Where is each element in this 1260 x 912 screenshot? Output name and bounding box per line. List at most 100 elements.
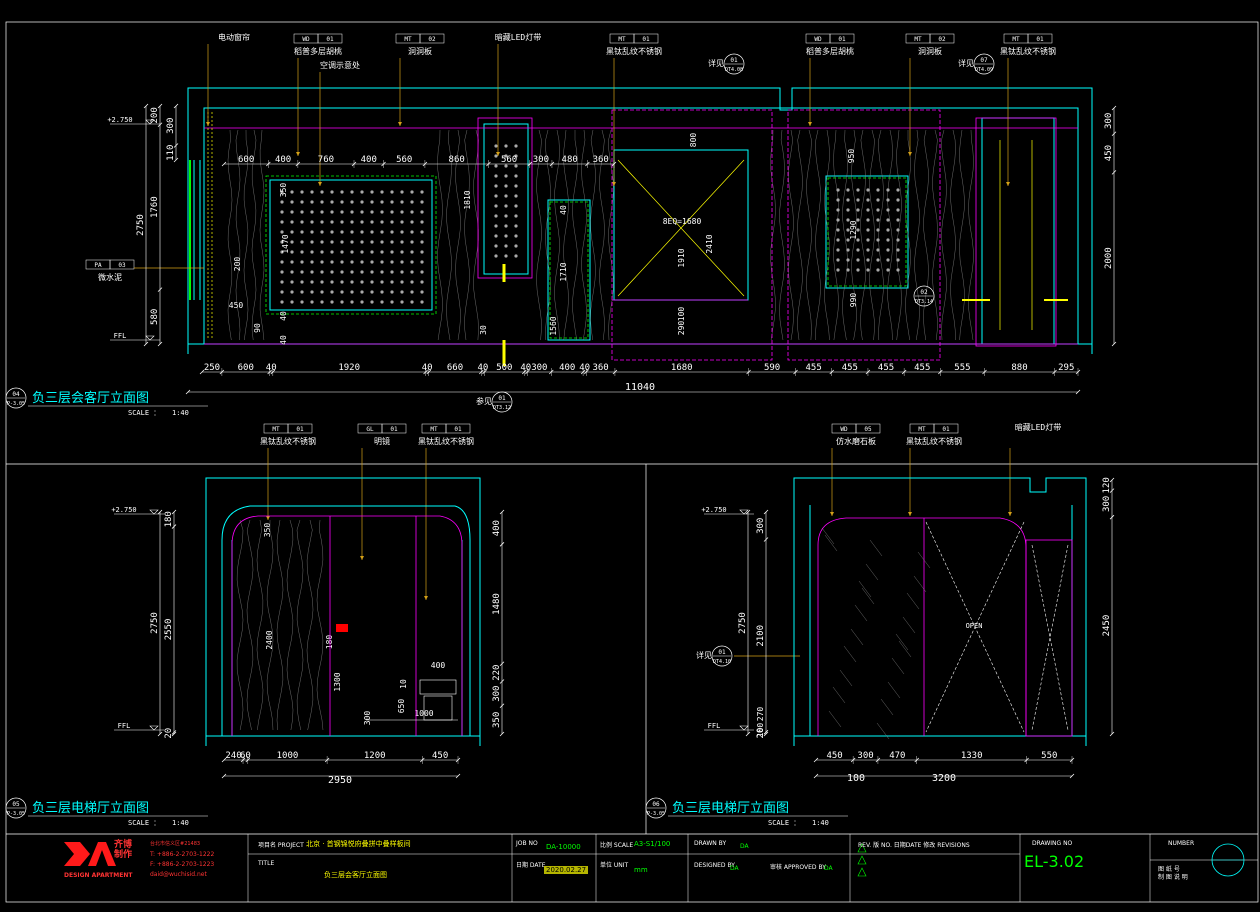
perforation-dot bbox=[300, 280, 304, 284]
bl-grain-line bbox=[286, 519, 294, 731]
top-tag-2-text: 稻普多层胡桃 bbox=[294, 46, 342, 56]
perforation-dot bbox=[846, 248, 850, 252]
perforation-dot bbox=[846, 218, 850, 222]
wood-grain-line bbox=[590, 129, 596, 341]
marble-vein bbox=[895, 633, 909, 651]
wood-grain-texture bbox=[227, 129, 974, 341]
perforation-dot bbox=[876, 238, 880, 242]
top-tag-8-num: 02 bbox=[938, 36, 946, 43]
bl-tag-3-text: 黑钛乱纹不锈钢 bbox=[418, 436, 474, 446]
perforation-dot bbox=[370, 290, 374, 294]
perforation-dot bbox=[876, 248, 880, 252]
bl-left-inner-label: 20 bbox=[164, 728, 174, 739]
bl-wood-grain bbox=[236, 519, 324, 731]
perforation-dot bbox=[310, 260, 314, 264]
bl-tag-leader-3-arrow bbox=[424, 596, 428, 600]
top-bottom-dims-label: 40 bbox=[579, 363, 590, 373]
perforation-dot bbox=[330, 270, 334, 274]
top-tag-2-num-box bbox=[317, 33, 343, 44]
top-callout-1-circle bbox=[723, 53, 745, 75]
logo-mark-icon bbox=[64, 842, 116, 866]
bl-right-dims-label: 400 bbox=[492, 520, 502, 536]
dim-tick bbox=[1111, 341, 1117, 347]
dim-tick bbox=[157, 103, 163, 109]
perforation-dot bbox=[886, 258, 890, 262]
perforation-dot bbox=[300, 230, 304, 234]
top-bottom-dims-label: 600 bbox=[238, 363, 254, 373]
br-level-floor-marker bbox=[739, 725, 749, 731]
top-bottom-dims-label: 40 bbox=[477, 363, 488, 373]
bl-grain-line bbox=[276, 519, 284, 731]
top-tag-leader-8-arrow bbox=[908, 152, 912, 156]
revision-triangle-icon bbox=[857, 867, 867, 877]
dim-tick bbox=[221, 757, 227, 763]
br-bottom-dims-label: 300 bbox=[857, 751, 873, 761]
perforation-dot bbox=[290, 250, 294, 254]
drawing-no-value: EL-3.02 bbox=[1024, 852, 1085, 871]
top-tag-leader-7-arrow bbox=[808, 122, 812, 126]
address-text: 台北市信义区#21483 bbox=[150, 841, 201, 847]
top-upper-dims-label: 300 bbox=[533, 155, 549, 165]
top-right-dims-label: 2000 bbox=[1104, 247, 1114, 269]
perforation-dot bbox=[370, 220, 374, 224]
date-value: 2020.02.27 bbox=[544, 866, 589, 874]
perforation-dot bbox=[896, 258, 900, 262]
top-inner-dim-20: 40 bbox=[559, 205, 568, 215]
bl-total-label: 2950 bbox=[328, 775, 352, 786]
top-tag-7-num-box bbox=[829, 33, 855, 44]
perforation-dot bbox=[400, 210, 404, 214]
perforation-dot bbox=[494, 174, 498, 178]
top-left-outer-label: 2750 bbox=[136, 214, 146, 236]
perforation-dot bbox=[300, 220, 304, 224]
perforation-dot bbox=[514, 214, 518, 218]
wood-grain-line bbox=[446, 129, 452, 341]
br-callout-label: 详见 bbox=[696, 650, 712, 660]
top-bottom-dims-label: 455 bbox=[806, 363, 822, 373]
project-value: 北京 · 首钢锦悦府叠拼中叠样板间 bbox=[306, 840, 411, 848]
perforation-dot bbox=[514, 254, 518, 258]
perforation-dot bbox=[350, 300, 354, 304]
wood-grain-line bbox=[464, 129, 470, 341]
perforation-dot bbox=[380, 190, 384, 194]
top-tag-9-code: MT bbox=[1012, 36, 1020, 43]
wood-grain-line bbox=[932, 129, 938, 341]
bl-inner-dim-5: 400 bbox=[431, 661, 446, 670]
perforation-dot bbox=[420, 250, 424, 254]
perforation-dot bbox=[310, 220, 314, 224]
perforation-dot bbox=[290, 300, 294, 304]
bl-tag-2-num: 01 bbox=[390, 426, 398, 433]
perforation-dot bbox=[360, 260, 364, 264]
bl-grain-line bbox=[306, 519, 314, 731]
dim-tick bbox=[171, 730, 177, 735]
perforation-dot bbox=[340, 270, 344, 274]
perforation-dot bbox=[410, 270, 414, 274]
tel-text: T: +886-2-2703-1222 bbox=[150, 851, 215, 858]
wood-grain-line bbox=[243, 129, 249, 341]
perforation-dot bbox=[320, 190, 324, 194]
bl-view-scale-label: SCALE ： bbox=[128, 819, 160, 827]
perforation-dot bbox=[410, 280, 414, 284]
br-magenta-lines bbox=[817, 517, 1073, 737]
br-bottom-dims-label: 470 bbox=[889, 751, 905, 761]
wood-grain-line bbox=[914, 129, 920, 341]
perforation-dot bbox=[514, 174, 518, 178]
top-tag-8-text: 洞洞板 bbox=[918, 46, 942, 56]
perforation-dot bbox=[410, 210, 414, 214]
scale-value: A3-S1/100 bbox=[634, 840, 671, 848]
perforation-dot bbox=[856, 238, 860, 242]
perforation-dot bbox=[856, 228, 860, 232]
perforation-dot bbox=[290, 230, 294, 234]
perforation-dot bbox=[320, 210, 324, 214]
top-tag-leader-4-arrow bbox=[398, 122, 402, 126]
bl-bottom-dims-label: 60 bbox=[240, 751, 251, 761]
perforation-dot bbox=[856, 258, 860, 262]
perforation-dot bbox=[886, 208, 890, 212]
br-view-badge-circle bbox=[645, 797, 667, 819]
dim-tick bbox=[171, 509, 177, 515]
perforation-dot bbox=[410, 250, 414, 254]
br-tag-1-code: WD bbox=[840, 426, 848, 433]
revisions-label: REV. 版 NO. 日期DATE 修改 REVISIONS bbox=[858, 842, 970, 849]
perforation-dot bbox=[866, 228, 870, 232]
bottom-right-elevation bbox=[793, 477, 1087, 746]
perforation-dot bbox=[370, 260, 374, 264]
